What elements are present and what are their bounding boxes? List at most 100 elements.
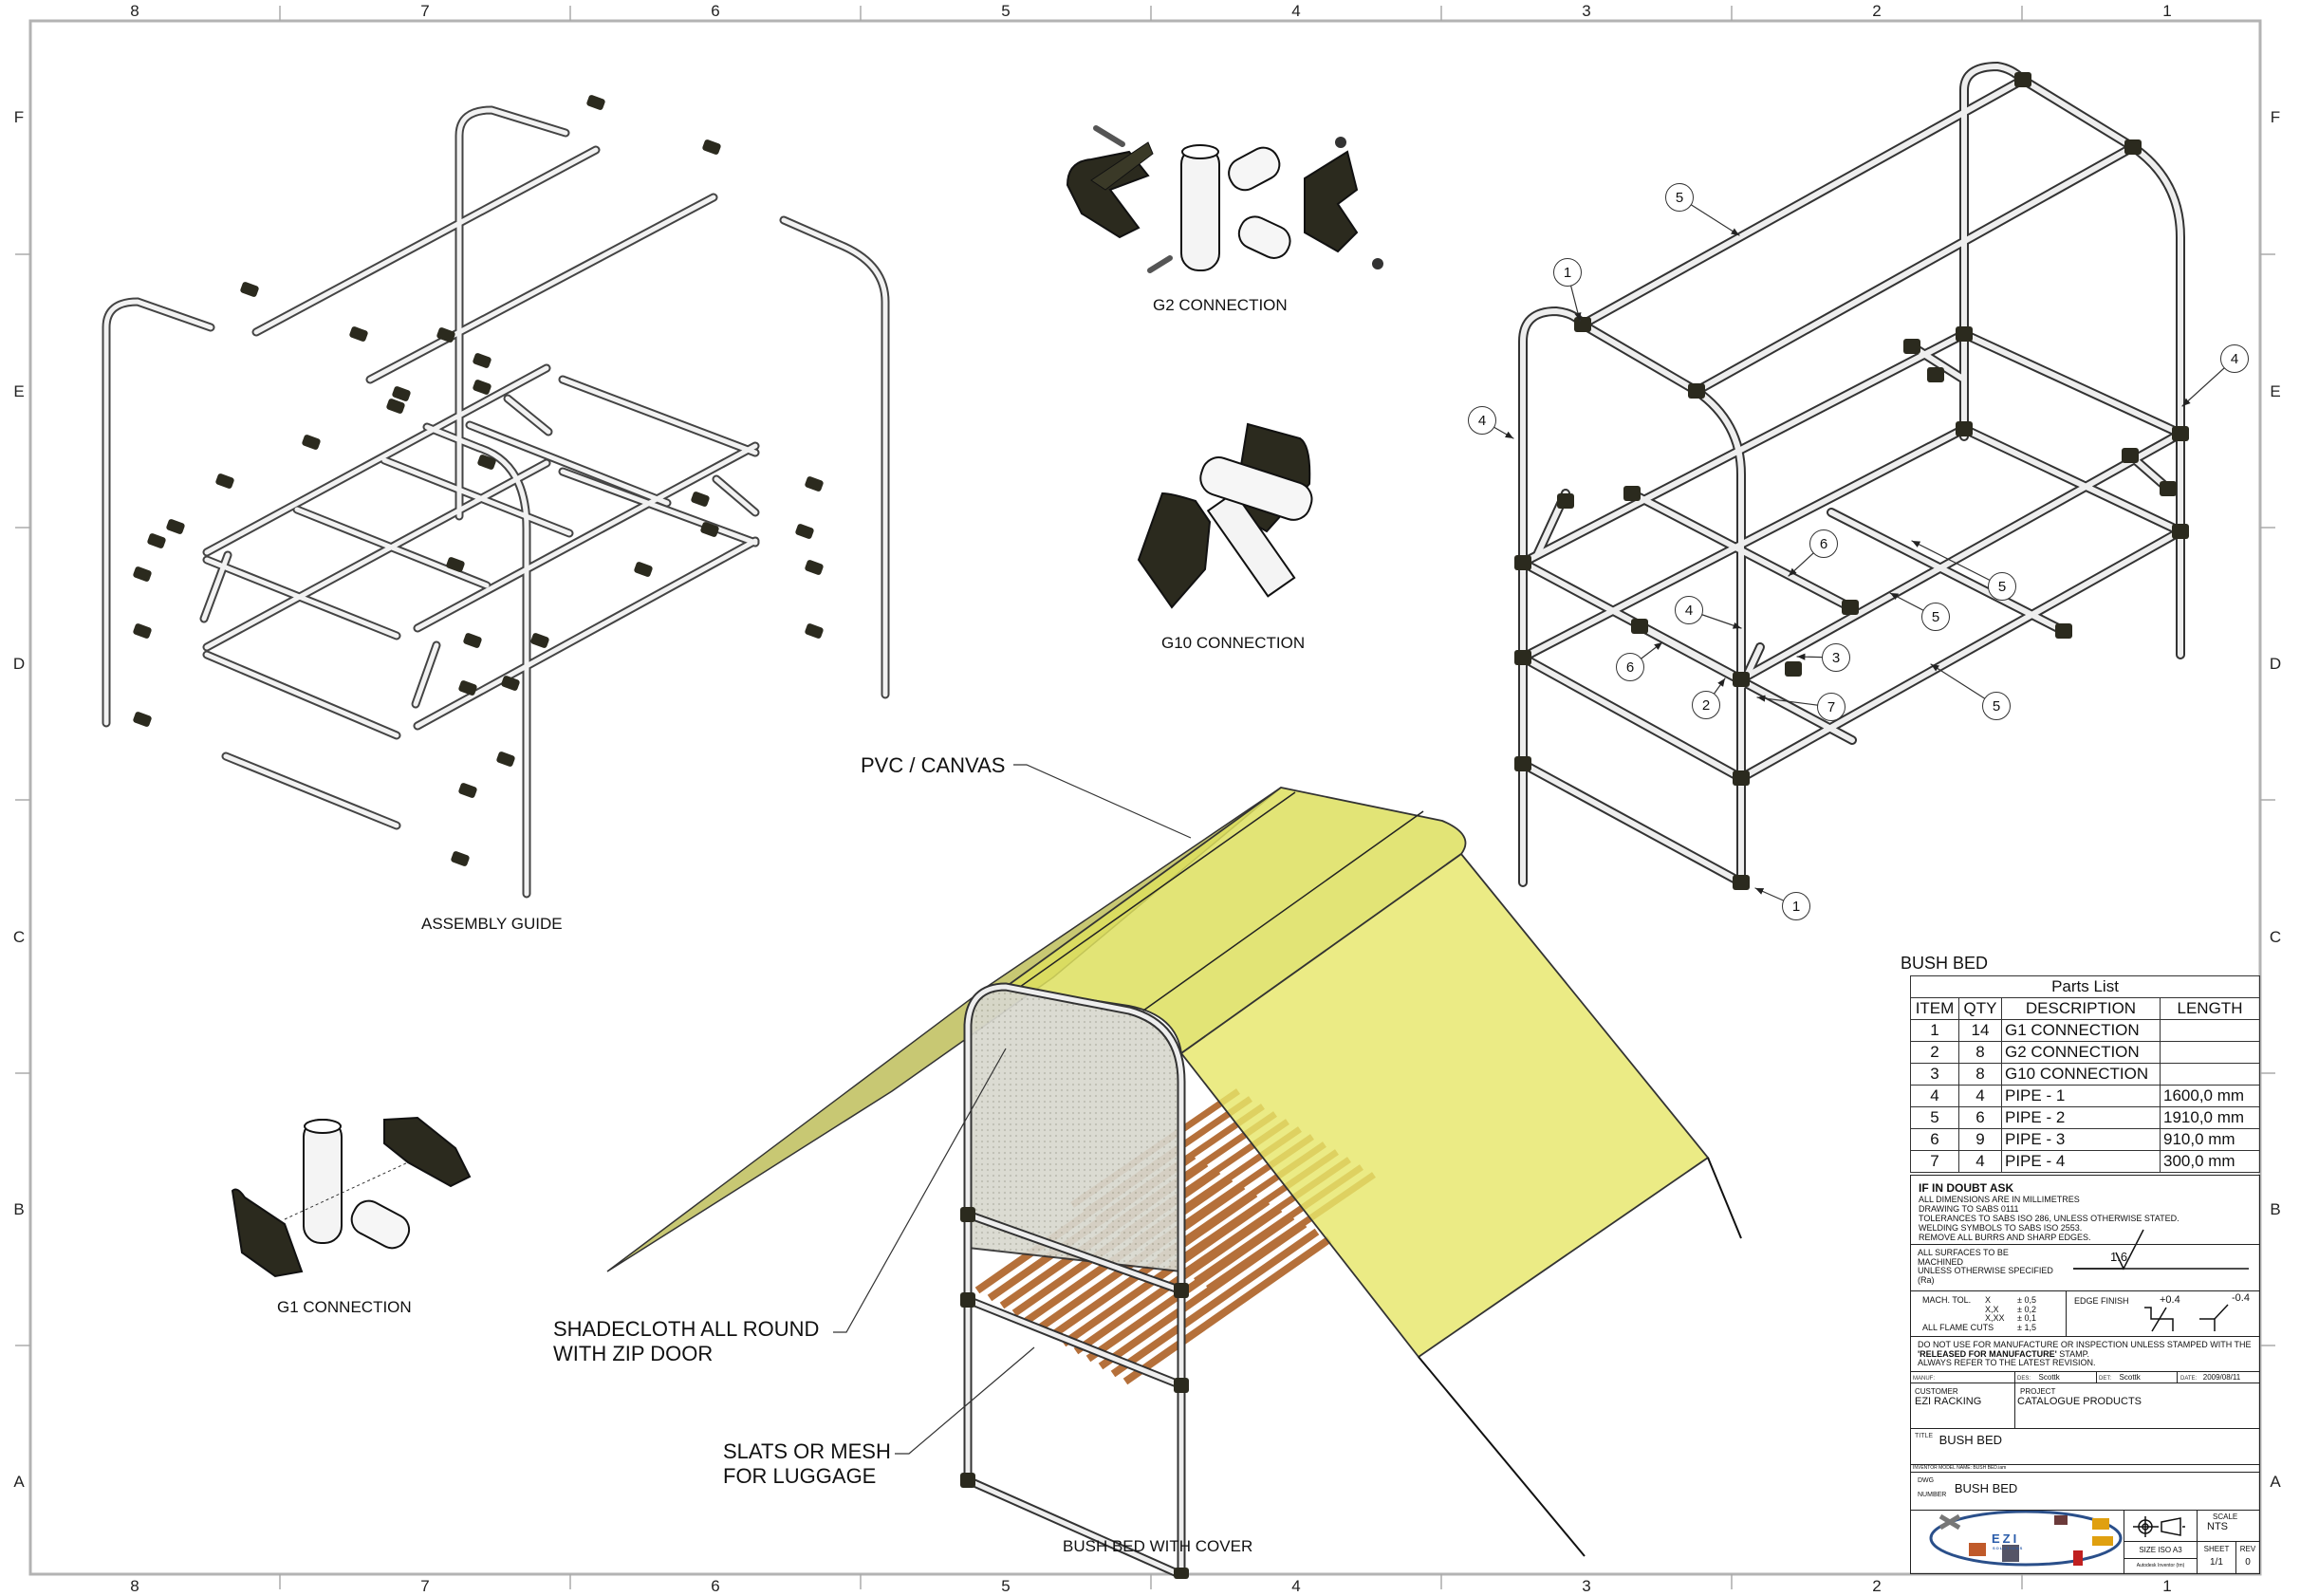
row-zone-label: F [13,108,25,126]
tolerance-value: ± 0,2 [2017,1304,2036,1314]
g2-connection-caption: G2 CONNECTION [1153,296,1288,314]
frame-connector [1733,770,1750,786]
connector-part [702,139,721,155]
connector-part [700,522,719,537]
item-balloon: 5 [1921,603,1950,631]
bottom-row: EZI SOLUTIONS SIZE ISO A3 Autodesk Inven… [1911,1511,2259,1573]
release-line-2-rest: STAMP. [2056,1348,2089,1359]
connector-part [147,533,166,548]
customer-label: CUSTOMER [1915,1387,1958,1396]
tolerance-row: X± 0,5 [1985,1295,2036,1306]
row-zone-label: B [2270,1200,2281,1218]
rev-cell: REV 0 [2236,1542,2259,1573]
scale-value: NTS [2207,1521,2228,1532]
description-cell: PIPE - 2 [2001,1106,2161,1129]
rev-label: REV [2239,1545,2256,1553]
frame-connector [1956,326,1973,342]
item-balloon: 5 [1988,572,2016,601]
designer-cell: DES: Scottk [2015,1372,2097,1383]
flame-cuts-value: ± 1,5 [2017,1323,2036,1332]
column-zone-label: 4 [1291,1577,1301,1595]
flame-cuts-label: ALL FLAME CUTS [1922,1323,1994,1332]
frame-connector [1842,600,1859,615]
surface-note-4: (Ra) [1918,1274,1935,1285]
connector-part [805,623,824,639]
column-zone-label: 6 [711,2,720,20]
row-zone-label: A [2270,1473,2281,1491]
qty-cell: 9 [1958,1128,2002,1151]
frame-connector [1514,650,1531,665]
designer-value: Scottk [2038,1373,2060,1382]
surface-note-2: MACHINED [1918,1256,1964,1267]
sheet-cell: SHEET 1/1 [2198,1542,2236,1573]
column-zone-label: 7 [420,1577,430,1595]
assembled-frame-view [1481,61,2235,907]
frame-connector [1956,421,1973,436]
frame-connector [2172,426,2189,441]
frame-pipe-highlight [1629,491,1853,610]
slats-note: SLATS OR MESH FOR LUGGAGE [723,1439,891,1489]
project-cell: PROJECT CATALOGUE PRODUCTS [2017,1387,2142,1407]
logo-text: EZI [1992,1531,2020,1546]
frame-connector [1785,661,1802,677]
general-note: ALL DIMENSIONS ARE IN MILLIMETRES [1919,1195,2080,1204]
col-length: LENGTH [2160,997,2260,1020]
customer-cell: CUSTOMER EZI RACKING [1911,1383,2015,1428]
sheet-value: 1/1 [2210,1557,2223,1568]
frame-connector [1514,756,1531,771]
detailer-cell: DET: Scottk [2097,1372,2178,1383]
shadecloth-note-line-2: WITH ZIP DOOR [553,1342,714,1365]
dwg-label-1: DWG [1918,1477,1935,1484]
sheet-label: SHEET [2203,1545,2230,1553]
frame-pipe-highlight [1694,144,2136,394]
pvc-canvas-note: PVC / CANVAS [861,753,1006,777]
general-notes: IF IN DOUBT ASK ALL DIMENSIONS ARE IN MI… [1911,1176,2259,1245]
column-zone-label: 2 [1872,2,1882,20]
software-note: Autodesk Inventor (tm) [2124,1559,2198,1573]
connector-part [795,524,814,539]
connector-part [463,633,482,648]
frame-connector [1903,339,1920,354]
connector-part [133,712,152,727]
zone-ticks [15,6,2275,1589]
item-balloon: 6 [1616,653,1644,681]
length-cell [2160,1019,2260,1042]
shadecloth-note: SHADECLOTH ALL ROUND WITH ZIP DOOR [553,1317,819,1366]
frame-connector [2055,623,2072,639]
qty-cell: 4 [1958,1085,2002,1107]
qty-cell: 4 [1958,1150,2002,1173]
item-cell: 7 [1910,1150,1959,1173]
item-cell: 4 [1910,1085,1959,1107]
column-zone-label: 7 [420,2,430,20]
frame-pipe-highlight [1580,77,2026,327]
tolerance-row: X,XX± 0,1 [1985,1313,2036,1324]
frame-connector [2014,72,2031,87]
row-zone-label: C [2269,928,2282,946]
designer-label: DES: [2017,1376,2031,1382]
mach-tol-label: MACH. TOL. [1922,1295,1972,1305]
item-balloon: 5 [1982,692,2011,720]
projection-symbol-cell [2124,1511,2198,1542]
customer-project-row: CUSTOMER EZI RACKING PROJECT CATALOGUE P… [1911,1383,2259,1429]
sheet-size: SIZE ISO A3 [2124,1542,2198,1559]
project-value: CATALOGUE PRODUCTS [2017,1396,2142,1407]
description-cell: PIPE - 3 [2001,1128,2161,1151]
general-note: DRAWING TO SABS 0111 [1919,1204,2019,1214]
description-cell: G10 CONNECTION [2001,1063,2161,1086]
project-label: PROJECT [2020,1387,2056,1396]
description-cell: G1 CONNECTION [2001,1019,2161,1042]
description-cell: G2 CONNECTION [2001,1041,2161,1064]
connector-part [458,680,477,696]
column-zone-label: 3 [1582,2,1591,20]
frame-pipe-highlight [1520,426,1967,660]
connector-part [473,380,492,395]
frame-connector [1623,486,1641,501]
row-zone-label: D [12,655,26,673]
frame-pipe-highlight [1520,761,1744,885]
connector-part [386,399,405,414]
assembly-guide-caption: ASSEMBLY GUIDE [421,915,563,933]
